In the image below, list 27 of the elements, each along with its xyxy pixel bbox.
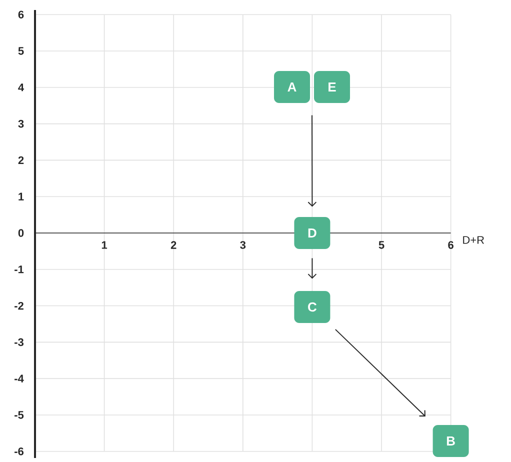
letter-box: D: [294, 217, 330, 249]
tick-label: 2: [170, 241, 176, 249]
tick-label: 4: [18, 84, 24, 92]
tick-label: 0: [18, 229, 24, 237]
tick-label: 3: [240, 241, 246, 249]
tick-label: -2: [14, 302, 24, 310]
letter-box: B: [432, 424, 469, 457]
tick-label: 1: [102, 241, 108, 249]
letter-box: A: [274, 71, 310, 103]
tick-label: 5: [378, 241, 384, 249]
tick-label: 5: [18, 47, 24, 55]
axis-title: D+R: [463, 236, 484, 244]
arrow: [308, 114, 317, 207]
arrow: [308, 258, 317, 279]
tick-label: 6: [18, 10, 24, 18]
tick-label: -3: [14, 338, 24, 346]
tick-label: -4: [14, 374, 24, 382]
tick-label: 2: [18, 156, 24, 164]
tick-label: 6: [448, 241, 454, 249]
tick-label: -6: [14, 448, 24, 456]
letter-box: E: [314, 71, 350, 103]
arrow: [334, 328, 426, 417]
tick-label: 1: [18, 192, 24, 200]
letter-box: C: [294, 290, 330, 323]
tick-label: -1: [14, 266, 24, 274]
tick-label: 3: [18, 120, 24, 128]
tick-label: -5: [14, 411, 24, 419]
